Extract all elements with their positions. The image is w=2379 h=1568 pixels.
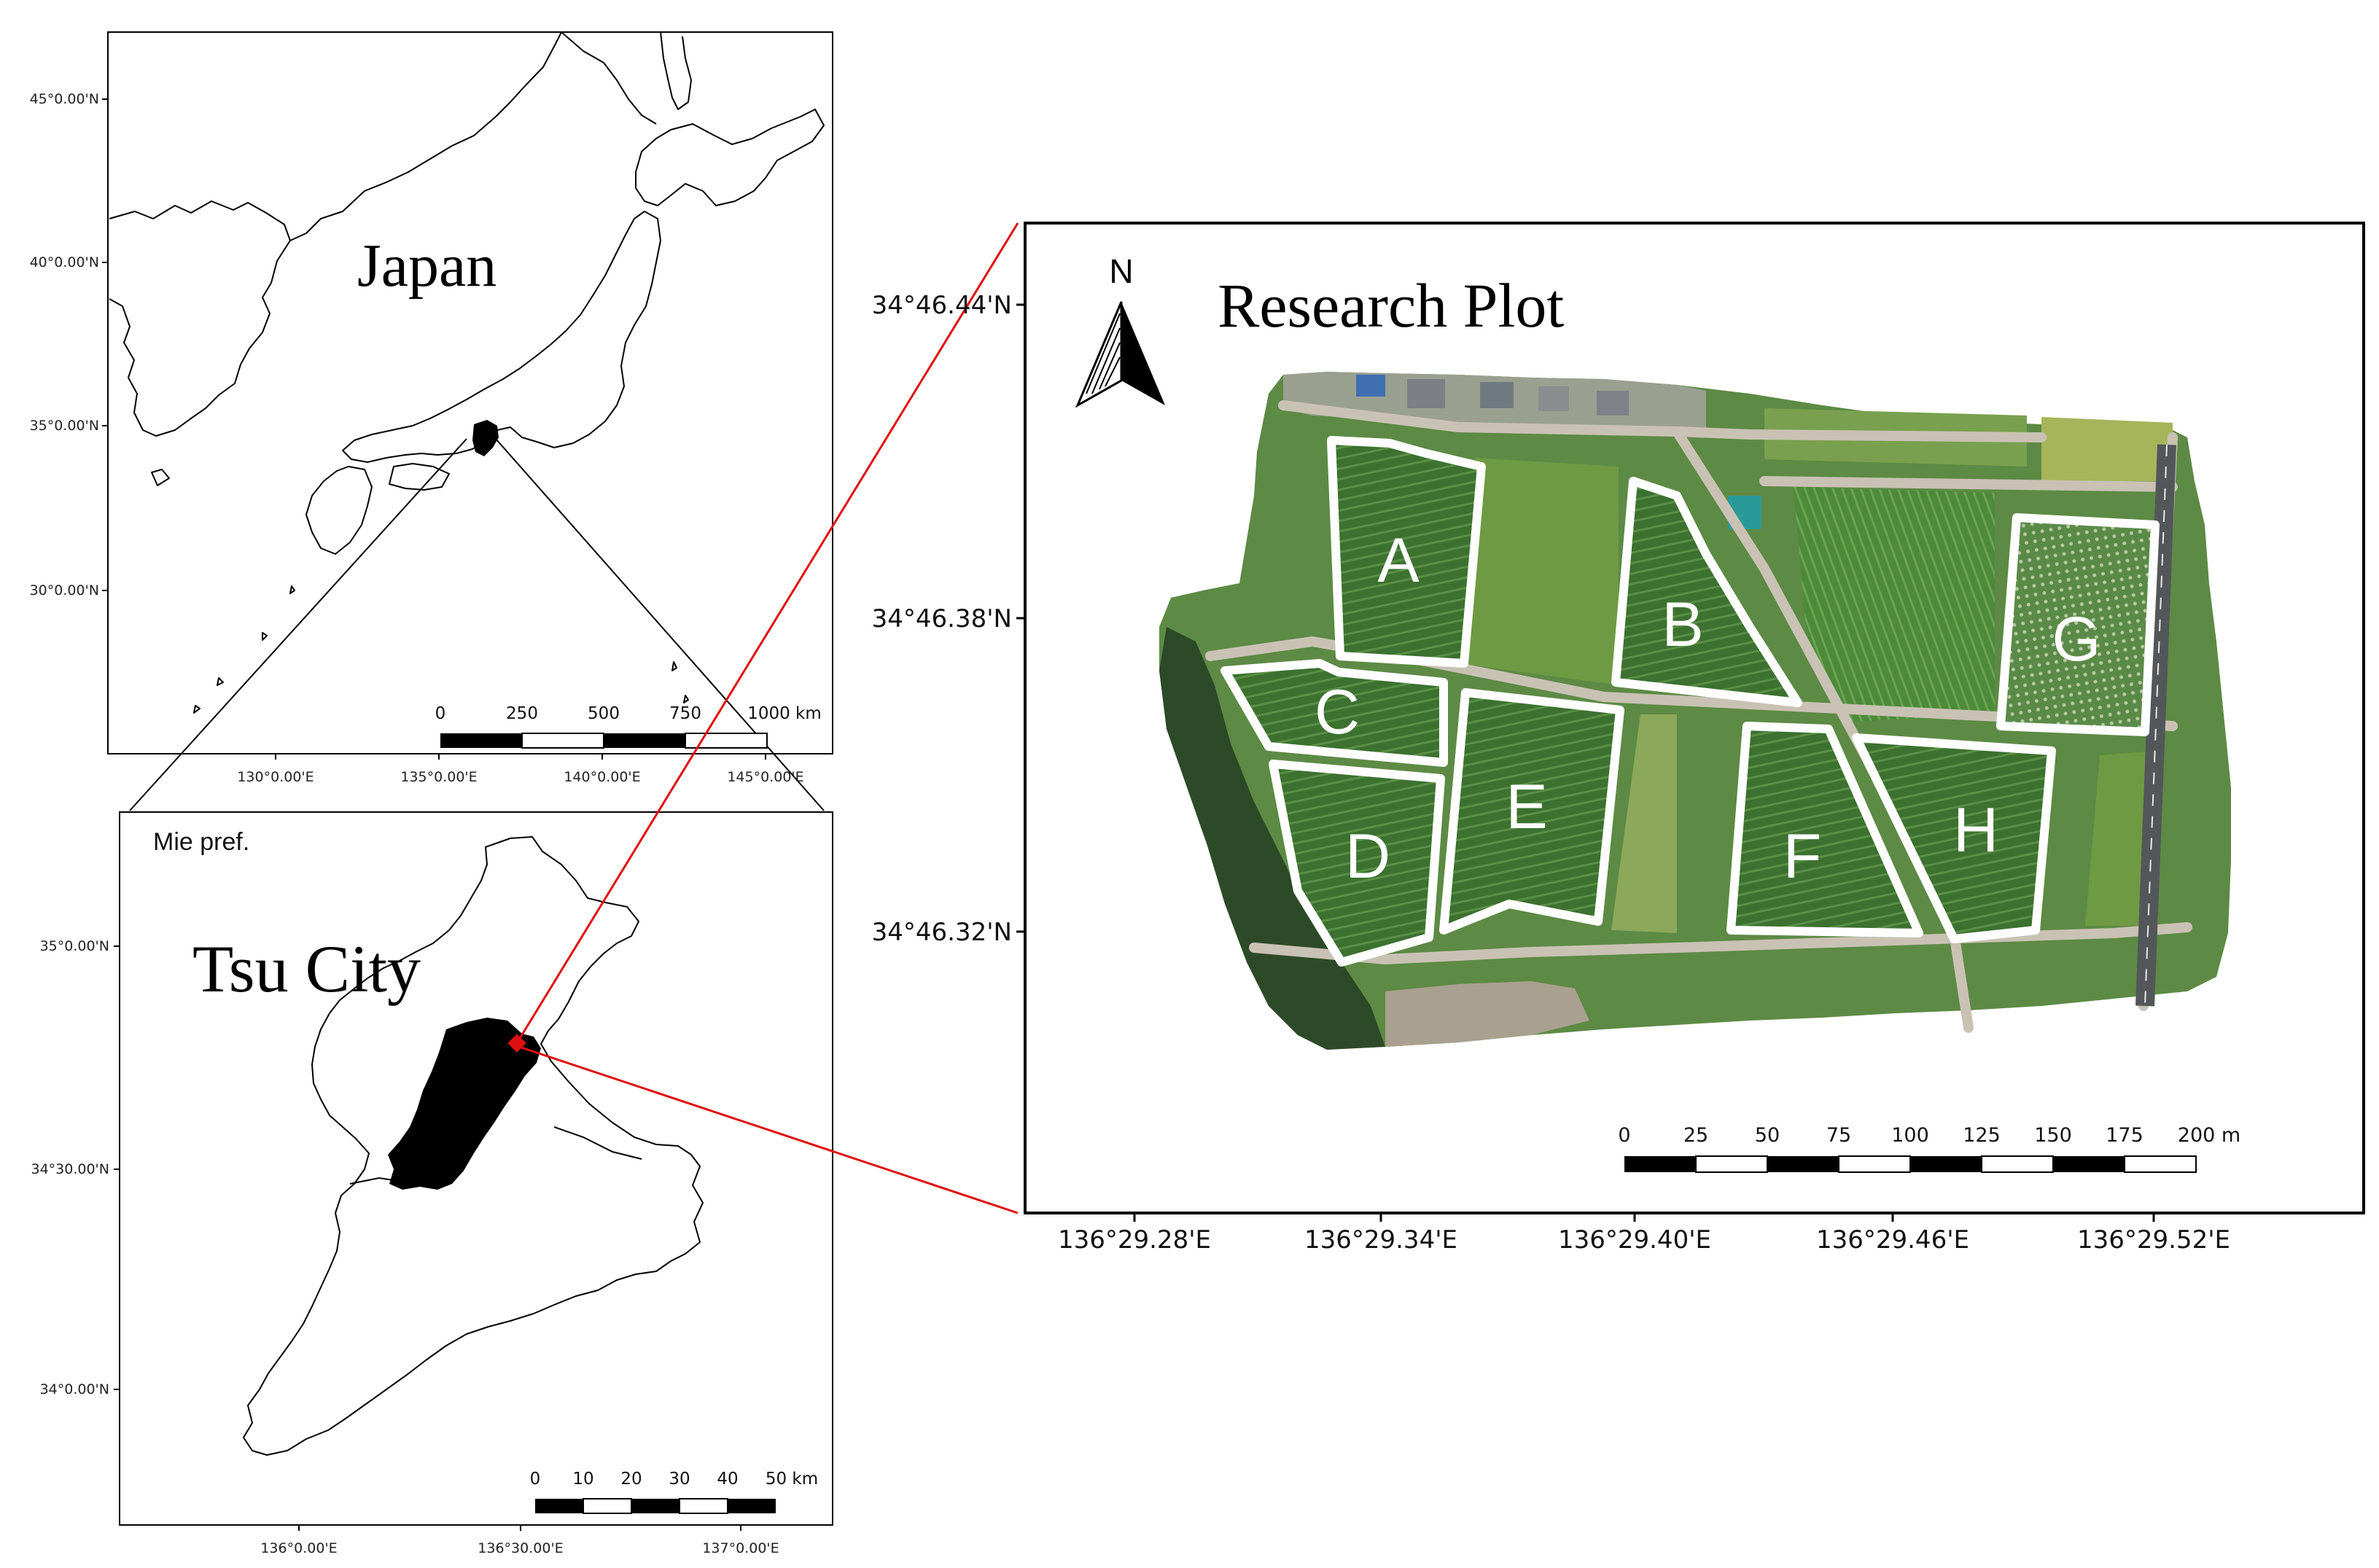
plot-label-d: D [1345,822,1390,892]
mie-scale-label: 50 km [766,1470,818,1489]
mie-lon-tick: 137°0.00'E [702,1540,779,1556]
plot-b [1611,477,1802,707]
mie-lon-tick: 136°30.00'E [478,1540,563,1556]
mie-subtitle: Mie pref. [153,828,249,856]
zoom-line [495,438,825,811]
plot-lon-tick: 136°29.28'E [1058,1225,1211,1255]
sakhalin-coastline [660,31,692,110]
tsu-city-title: Tsu City [192,932,421,1006]
plot-a [1327,436,1486,668]
plot-label-c: C [1315,677,1360,747]
mie-lon-tick: 136°0.00'E [260,1540,337,1556]
japan-lat-tick: 45°0.00'N [30,91,99,107]
mie-scale-label: 0 [530,1470,541,1489]
japan-title: Japan [357,232,497,300]
plot-label-a: A [1377,526,1420,596]
japan-lat-tick: 40°0.00'N [30,254,99,270]
mie-scale-label: 10 [572,1470,593,1489]
plot-label-g: G [2052,604,2101,674]
plot-scale-label: 100 [1891,1124,1929,1147]
japan-scalebar [440,733,768,749]
japan-scale-label: 1000 km [747,704,822,723]
japan-lon-tick: 130°0.00'E [237,769,314,785]
plot-scale-label: 0 [1618,1124,1630,1147]
mie-lat-tick: 35°0.00'N [40,938,109,954]
japan-lon-tick: 145°0.00'E [727,769,803,785]
plot-lat-tick: 34°46.44'N [872,291,1012,320]
japan-scale-label: 0 [435,704,446,723]
mie-panel: 35°0.00'N 34°30.00'N 34°0.00'N 136°0.00'… [31,811,833,1556]
leader-line [518,1045,1019,1214]
plot-lat-tick: 34°46.38'N [872,604,1012,633]
plot-label-h: H [1953,795,1998,865]
japan-lon-tick: 140°0.00'E [564,769,640,785]
plot-lon-tick: 136°29.40'E [1558,1225,1711,1255]
japan-lon-tick: 135°0.00'E [400,769,477,785]
mie-lat-tick: 34°30.00'N [31,1161,109,1177]
plot-scale-label: 75 [1826,1124,1851,1147]
korea-coastline [109,240,291,437]
plot-lon-tick: 136°29.34'E [1304,1225,1457,1255]
leader-line [518,222,1019,1040]
plot-e [1439,688,1624,935]
plot-h [1852,733,2056,943]
plot-label-b: B [1662,590,1703,660]
japan-lat-tick: 30°0.00'N [30,582,99,598]
plot-scale-label: 50 [1755,1124,1780,1147]
japan-panel: 45°0.00'N 40°0.00'N 35°0.00'N 30°0.00'N … [30,31,833,811]
tsu-city-area [388,1018,541,1190]
mie-highlight-small [472,420,499,456]
japan-frame [107,31,833,754]
hokkaido-coastline [635,109,825,206]
plot-scale-label: 25 [1683,1124,1708,1147]
plot-scale-label: 125 [1963,1124,2001,1147]
plot-scale-label: 175 [2106,1124,2144,1147]
mainland-coastline [109,31,562,241]
plot-scalebar [1624,1155,2197,1173]
zoom-line [129,438,467,811]
plot-f [1726,722,1923,937]
honshu-coastline [342,211,661,463]
research-plot-title: Research Plot [1218,270,1564,340]
mie-scalebar [535,1498,776,1514]
plot-lon-tick: 136°29.46'E [1816,1225,1969,1255]
plot-c [1220,659,1448,767]
shikoku-coastline [389,463,450,491]
kyushu-coastline [305,466,373,555]
north-label: N [1109,252,1133,290]
north-arrow-icon [1075,301,1165,408]
plot-scale-label: 150 [2034,1124,2072,1147]
mie-scale-label: 20 [620,1470,642,1489]
japan-scale-label: 750 [669,704,701,723]
japan-scale-label: 250 [506,704,538,723]
plot-label-e: E [1506,772,1547,842]
plot-g [1996,513,2160,736]
japan-lat-tick: 35°0.00'N [30,418,99,434]
plot-scale-label: 200 m [2178,1124,2240,1147]
plot-d [1269,760,1445,967]
manchuria-coastline [561,31,657,125]
research-plot-panel: 34°46.44'N 34°46.38'N 34°46.32'N 136°29.… [872,222,2365,1255]
plot-label-f: F [1783,822,1822,892]
mie-scale-label: 30 [669,1470,690,1489]
plot-lat-tick: 34°46.32'N [872,918,1012,947]
mie-scale-label: 40 [717,1470,738,1489]
mie-lat-tick: 34°0.00'N [40,1381,109,1397]
plot-lon-tick: 136°29.52'E [2077,1225,2230,1255]
japan-scale-label: 500 [588,704,620,723]
